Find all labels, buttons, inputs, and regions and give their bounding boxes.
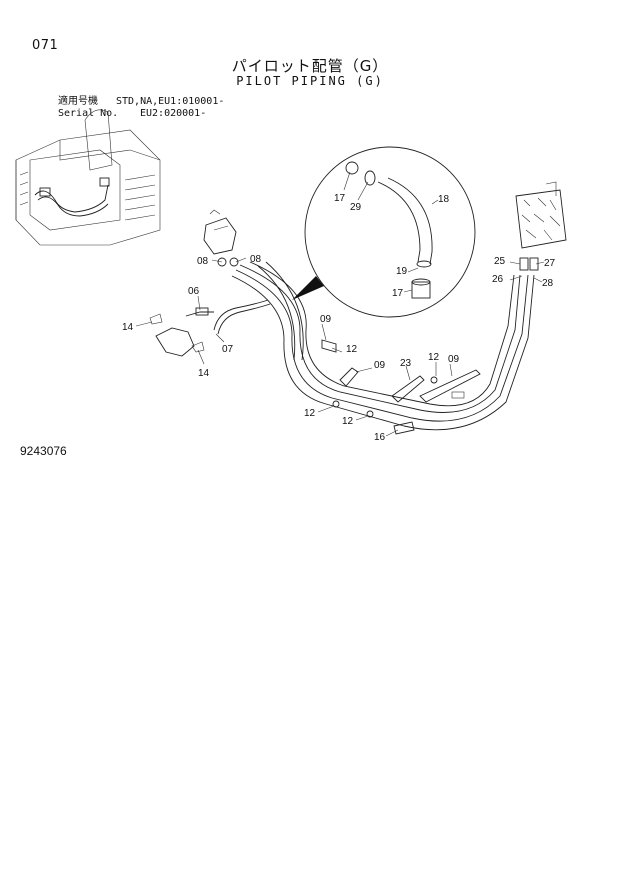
page-number: 071 [32, 38, 59, 53]
detail-circle [292, 146, 476, 318]
callout-06: 06 [188, 286, 200, 297]
title-english: PILOT PIPING (G) [236, 74, 384, 88]
callout-08-left: 08 [197, 256, 209, 267]
control-valve [515, 181, 567, 271]
callout-27: 27 [544, 258, 556, 269]
callout-14-bottom: 14 [198, 368, 210, 379]
callout-17-top: 17 [334, 193, 346, 204]
serial-line-2: EU2:020001- [140, 108, 207, 119]
serial-label-jp: 適用号機 [58, 96, 98, 107]
callout-09-c: 09 [448, 354, 460, 365]
serial-label-en: Serial No. [58, 108, 119, 119]
callout-12-a: 12 [346, 344, 358, 355]
hose-07-and-fittings [149, 299, 271, 357]
callout-14-left: 14 [122, 322, 134, 333]
pilot-valve-assembly [203, 209, 239, 267]
pilot-hose-bundle [231, 261, 535, 431]
callout-17-bottom: 17 [392, 288, 404, 299]
callout-18: 18 [438, 194, 450, 205]
serial-line-1: STD,NA,EU1:010001- [116, 96, 225, 107]
callout-28: 28 [542, 278, 554, 289]
machine-overview-sketch [15, 109, 161, 246]
callout-09-a: 09 [320, 314, 332, 325]
title-japanese: パイロット配管（G） [231, 57, 389, 75]
callout-12-d: 12 [342, 416, 354, 427]
callout-26: 26 [492, 274, 504, 285]
callout-08-right: 08 [250, 254, 262, 265]
callout-23: 23 [400, 358, 412, 369]
callout-19: 19 [396, 266, 408, 277]
callout-29: 29 [350, 202, 362, 213]
serial-info: 適用号機 STD,NA,EU1:010001- Serial No. EU2:020… [58, 96, 224, 120]
callout-12-c: 12 [304, 408, 316, 419]
callout-09-b: 09 [374, 360, 386, 371]
callout-25: 25 [494, 256, 506, 267]
callout-12-b: 12 [428, 352, 440, 363]
callout-16: 16 [374, 432, 386, 443]
figure-id: 9243076 [20, 444, 67, 458]
callout-07: 07 [222, 344, 234, 355]
leader-lines [135, 171, 545, 437]
clamps [321, 339, 481, 435]
